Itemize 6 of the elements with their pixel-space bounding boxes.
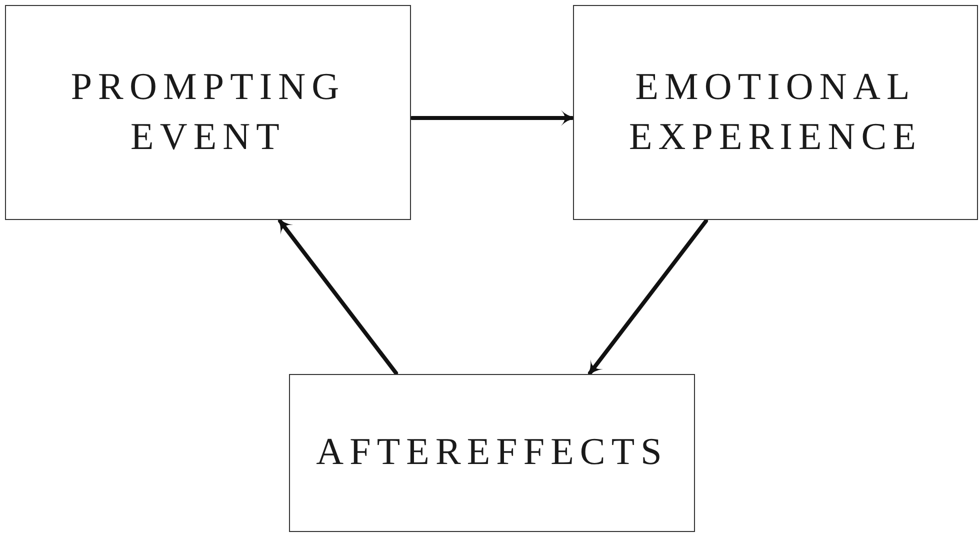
- box-label: EMOTIONAL EXPERIENCE: [628, 65, 923, 160]
- process-box: [573, 5, 978, 220]
- box-label: PROMPTING EVENT: [70, 65, 346, 160]
- box-label: AFTEREFFECTS: [316, 430, 668, 476]
- process-box: [5, 5, 411, 220]
- process-box: [289, 374, 695, 532]
